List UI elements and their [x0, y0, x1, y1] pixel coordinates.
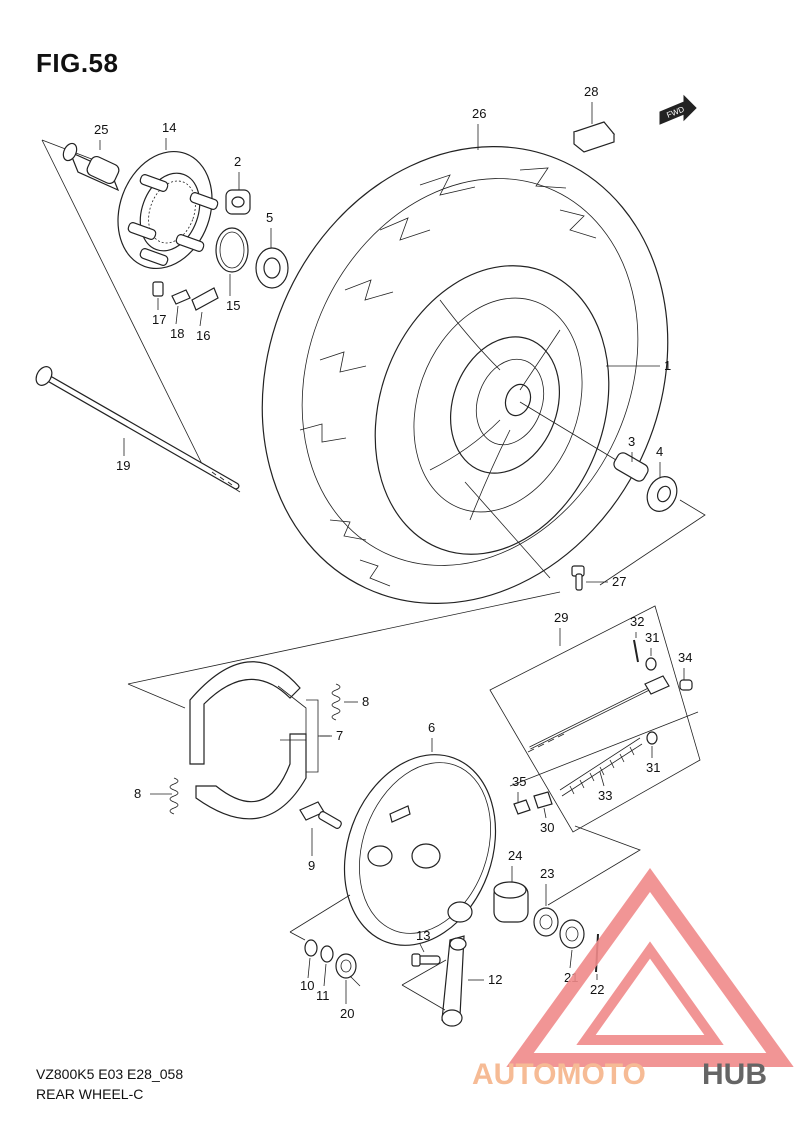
part-33-spring: [559, 737, 643, 797]
part-16-lock-plate: [191, 287, 219, 311]
part-15-o-ring: [215, 227, 249, 273]
group-divider: [127, 591, 561, 685]
callout-4: 4: [656, 444, 663, 459]
part-21-axle-nut: [559, 919, 585, 949]
callout-5: 5: [266, 210, 273, 225]
callout-leader-10: [307, 957, 311, 979]
part-31-washer-top: [645, 657, 657, 671]
part-8-spring-lower: [169, 777, 179, 815]
part-13-bolt: [411, 953, 441, 967]
callout-3: 3: [628, 434, 635, 449]
part-24-spacer: [493, 881, 529, 923]
callout-23: 23: [540, 866, 554, 881]
part-8-spring-upper: [331, 683, 341, 721]
callout-14: 14: [162, 120, 176, 135]
part-5-bearing: [255, 247, 289, 289]
part-11-washer: [320, 945, 334, 963]
callout-leader-21: [569, 949, 573, 969]
fwd-arrow-icon: [659, 94, 697, 125]
part-17-bolt: [152, 281, 164, 297]
part-4-bearing: [646, 476, 678, 512]
part-14-hub-drum: [117, 150, 219, 270]
callout-22: 22: [590, 982, 604, 997]
callout-12: 12: [488, 972, 502, 987]
callout-25: 25: [94, 122, 108, 137]
callout-17: 17: [152, 312, 166, 327]
part-6-brake-panel: [343, 754, 497, 946]
model-code: VZ800K5 E03 E28_058: [36, 1066, 184, 1082]
callout-10: 10: [300, 978, 314, 993]
part-29-rod-group-frame: [489, 605, 701, 833]
callout-leader-13: [419, 943, 425, 953]
part-35-nut: [513, 799, 531, 815]
part-18-washer: [171, 289, 191, 305]
callout-34: 34: [678, 650, 692, 665]
callout-2: 2: [234, 154, 241, 169]
part-27-air-valve: [571, 565, 585, 591]
part-19-axle: [35, 366, 240, 490]
callout-31: 31: [645, 630, 659, 645]
callout-1: 1: [664, 358, 671, 373]
part-25-spacer: [62, 142, 120, 192]
callout-11: 11: [316, 988, 330, 1003]
callout-32: 32: [630, 614, 644, 629]
callout-leader-30: [543, 807, 547, 819]
callout-9: 9: [308, 858, 315, 873]
part-23-washer: [533, 907, 559, 937]
figure-title: FIG.58: [36, 48, 119, 78]
callout-31: 31: [646, 760, 660, 775]
callout-leader-11: [323, 963, 327, 987]
part-31-washer-bottom: [646, 731, 658, 745]
callout-8: 8: [134, 786, 141, 801]
part-10-circlip: [304, 939, 318, 957]
callout-7: 7: [336, 728, 343, 743]
callout-20: 20: [340, 1006, 354, 1021]
callout-33: 33: [598, 788, 612, 803]
part-34-joint-pin: [679, 679, 693, 691]
callout-18: 18: [170, 326, 184, 341]
callout-27: 27: [612, 574, 626, 589]
part-30-joint: [533, 791, 553, 809]
part-32-pin: [633, 639, 639, 663]
callout-28: 28: [584, 84, 598, 99]
part-20-return-spring: [335, 953, 361, 987]
part-28-cap: [572, 121, 616, 153]
callout-29: 29: [554, 610, 568, 625]
part-2-bushing: [225, 189, 251, 215]
callout-8: 8: [362, 694, 369, 709]
automotohub-watermark: AUTOMOTO HUB: [472, 868, 794, 1091]
part-12-brake-arm: [441, 935, 467, 1027]
callout-15: 15: [226, 298, 240, 313]
callout-leader-33: [599, 771, 605, 787]
part-9-camshaft: [299, 801, 342, 829]
part-3-spacer: [613, 452, 649, 482]
callout-6: 6: [428, 720, 435, 735]
callout-13: 13: [416, 928, 430, 943]
part-7-brake-shoes: [189, 661, 307, 820]
callout-24: 24: [508, 848, 522, 863]
section-name: REAR WHEEL-C: [36, 1086, 144, 1102]
callout-16: 16: [196, 328, 210, 343]
callout-35: 35: [512, 774, 526, 789]
callout-leader-18: [175, 305, 179, 325]
callout-leader-16: [199, 311, 203, 327]
callout-labels: 1234567889101112131415161718192021222324…: [94, 84, 692, 1021]
callout-26: 26: [472, 106, 486, 121]
part-rod: [527, 675, 670, 753]
watermark-text-secondary: HUB: [702, 1058, 767, 1091]
callout-19: 19: [116, 458, 130, 473]
part-1-wheel: [374, 265, 610, 555]
watermark-text-primary: AUTOMOTO: [472, 1058, 646, 1091]
callout-30: 30: [540, 820, 554, 835]
